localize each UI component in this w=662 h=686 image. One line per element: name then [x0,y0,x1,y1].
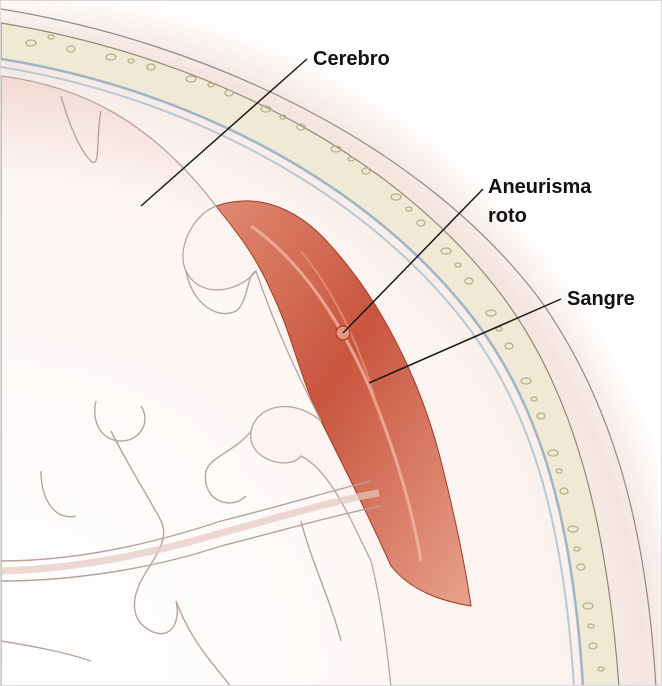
label-blood: Sangre [567,288,635,310]
label-brain: Cerebro [313,48,390,70]
label-aneurysm-line2: roto [488,205,527,227]
label-aneurysm-line1: Aneurisma [488,176,592,198]
